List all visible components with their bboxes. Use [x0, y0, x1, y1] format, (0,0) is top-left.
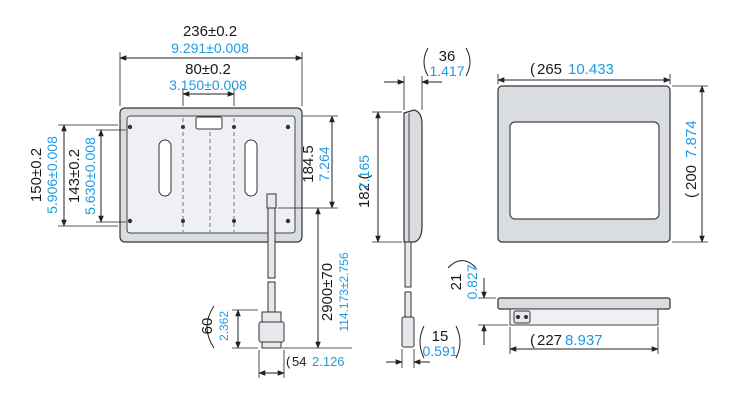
side-depth-in: 1.417 [429, 63, 464, 79]
svg-text:(: ( [530, 61, 535, 78]
mount-height-in: 5.630±0.008 [82, 137, 98, 215]
cable-exit-mm: 184.5 [300, 145, 317, 183]
mount-slot-right [244, 139, 258, 197]
mount-spacing-in: 3.150±0.008 [169, 77, 247, 93]
side-height-mm: 182 [356, 183, 373, 208]
front-height-in: 5.906±0.008 [44, 136, 60, 214]
front-height-mm: 150±0.2 [28, 148, 45, 202]
side-cable [404, 241, 412, 288]
panel-width-in: 10.433 [568, 61, 614, 78]
cable-length-in: 114.173±2.756 [337, 252, 351, 331]
bottom-housing [509, 308, 659, 326]
side-view [372, 76, 442, 368]
connector-width-in: 2.126 [312, 354, 345, 369]
connector-height-mm: 60 [199, 318, 216, 335]
front-width-mm: 236±0.2 [183, 23, 237, 40]
cable-length-mm: 2900±70 [319, 263, 336, 321]
connector-height-in: 2.362 [217, 311, 231, 341]
top-latch [195, 116, 223, 130]
cable-exit-in: 7.264 [316, 146, 332, 181]
side-housing [403, 109, 423, 243]
front-view [58, 52, 352, 378]
bottom-width-in: 8.937 [565, 332, 603, 349]
panel-height-in: 7.874 [683, 120, 700, 158]
bottom-connector [513, 310, 531, 324]
side-depth-mm: 36 [439, 48, 456, 65]
cable-gland [266, 193, 277, 209]
mount-height-mm: 143±0.2 [66, 149, 83, 203]
svg-text:(: ( [683, 193, 700, 198]
mount-spacing-mm: 80±0.2 [185, 61, 231, 78]
front-width-in: 9.291±0.008 [171, 40, 249, 56]
bottom-bezel [497, 297, 671, 310]
bottom-width-mm: 227 [537, 332, 562, 349]
cable [267, 207, 276, 279]
d-sub-connector [258, 321, 285, 343]
panel-screen [509, 121, 660, 220]
panel-width-mm: 265 [537, 61, 562, 78]
bottom-thickness-mm: 21 [448, 274, 465, 291]
svg-text:(: ( [286, 354, 291, 369]
mount-slot-left [158, 139, 172, 197]
side-height-in: 7.165 [356, 155, 372, 190]
panel-height-mm: 200 [683, 165, 700, 190]
bottom-view [478, 278, 671, 354]
svg-text:(: ( [530, 332, 535, 349]
side-connector-mm: 15 [432, 328, 449, 345]
side-connector-in: 0.591 [422, 343, 457, 359]
side-connector [401, 316, 415, 348]
bottom-thickness-in: 0.827 [464, 264, 480, 299]
svg-text:(: ( [356, 175, 373, 180]
connector-width-mm: 54 [292, 354, 306, 369]
panel-front-view [497, 74, 708, 243]
